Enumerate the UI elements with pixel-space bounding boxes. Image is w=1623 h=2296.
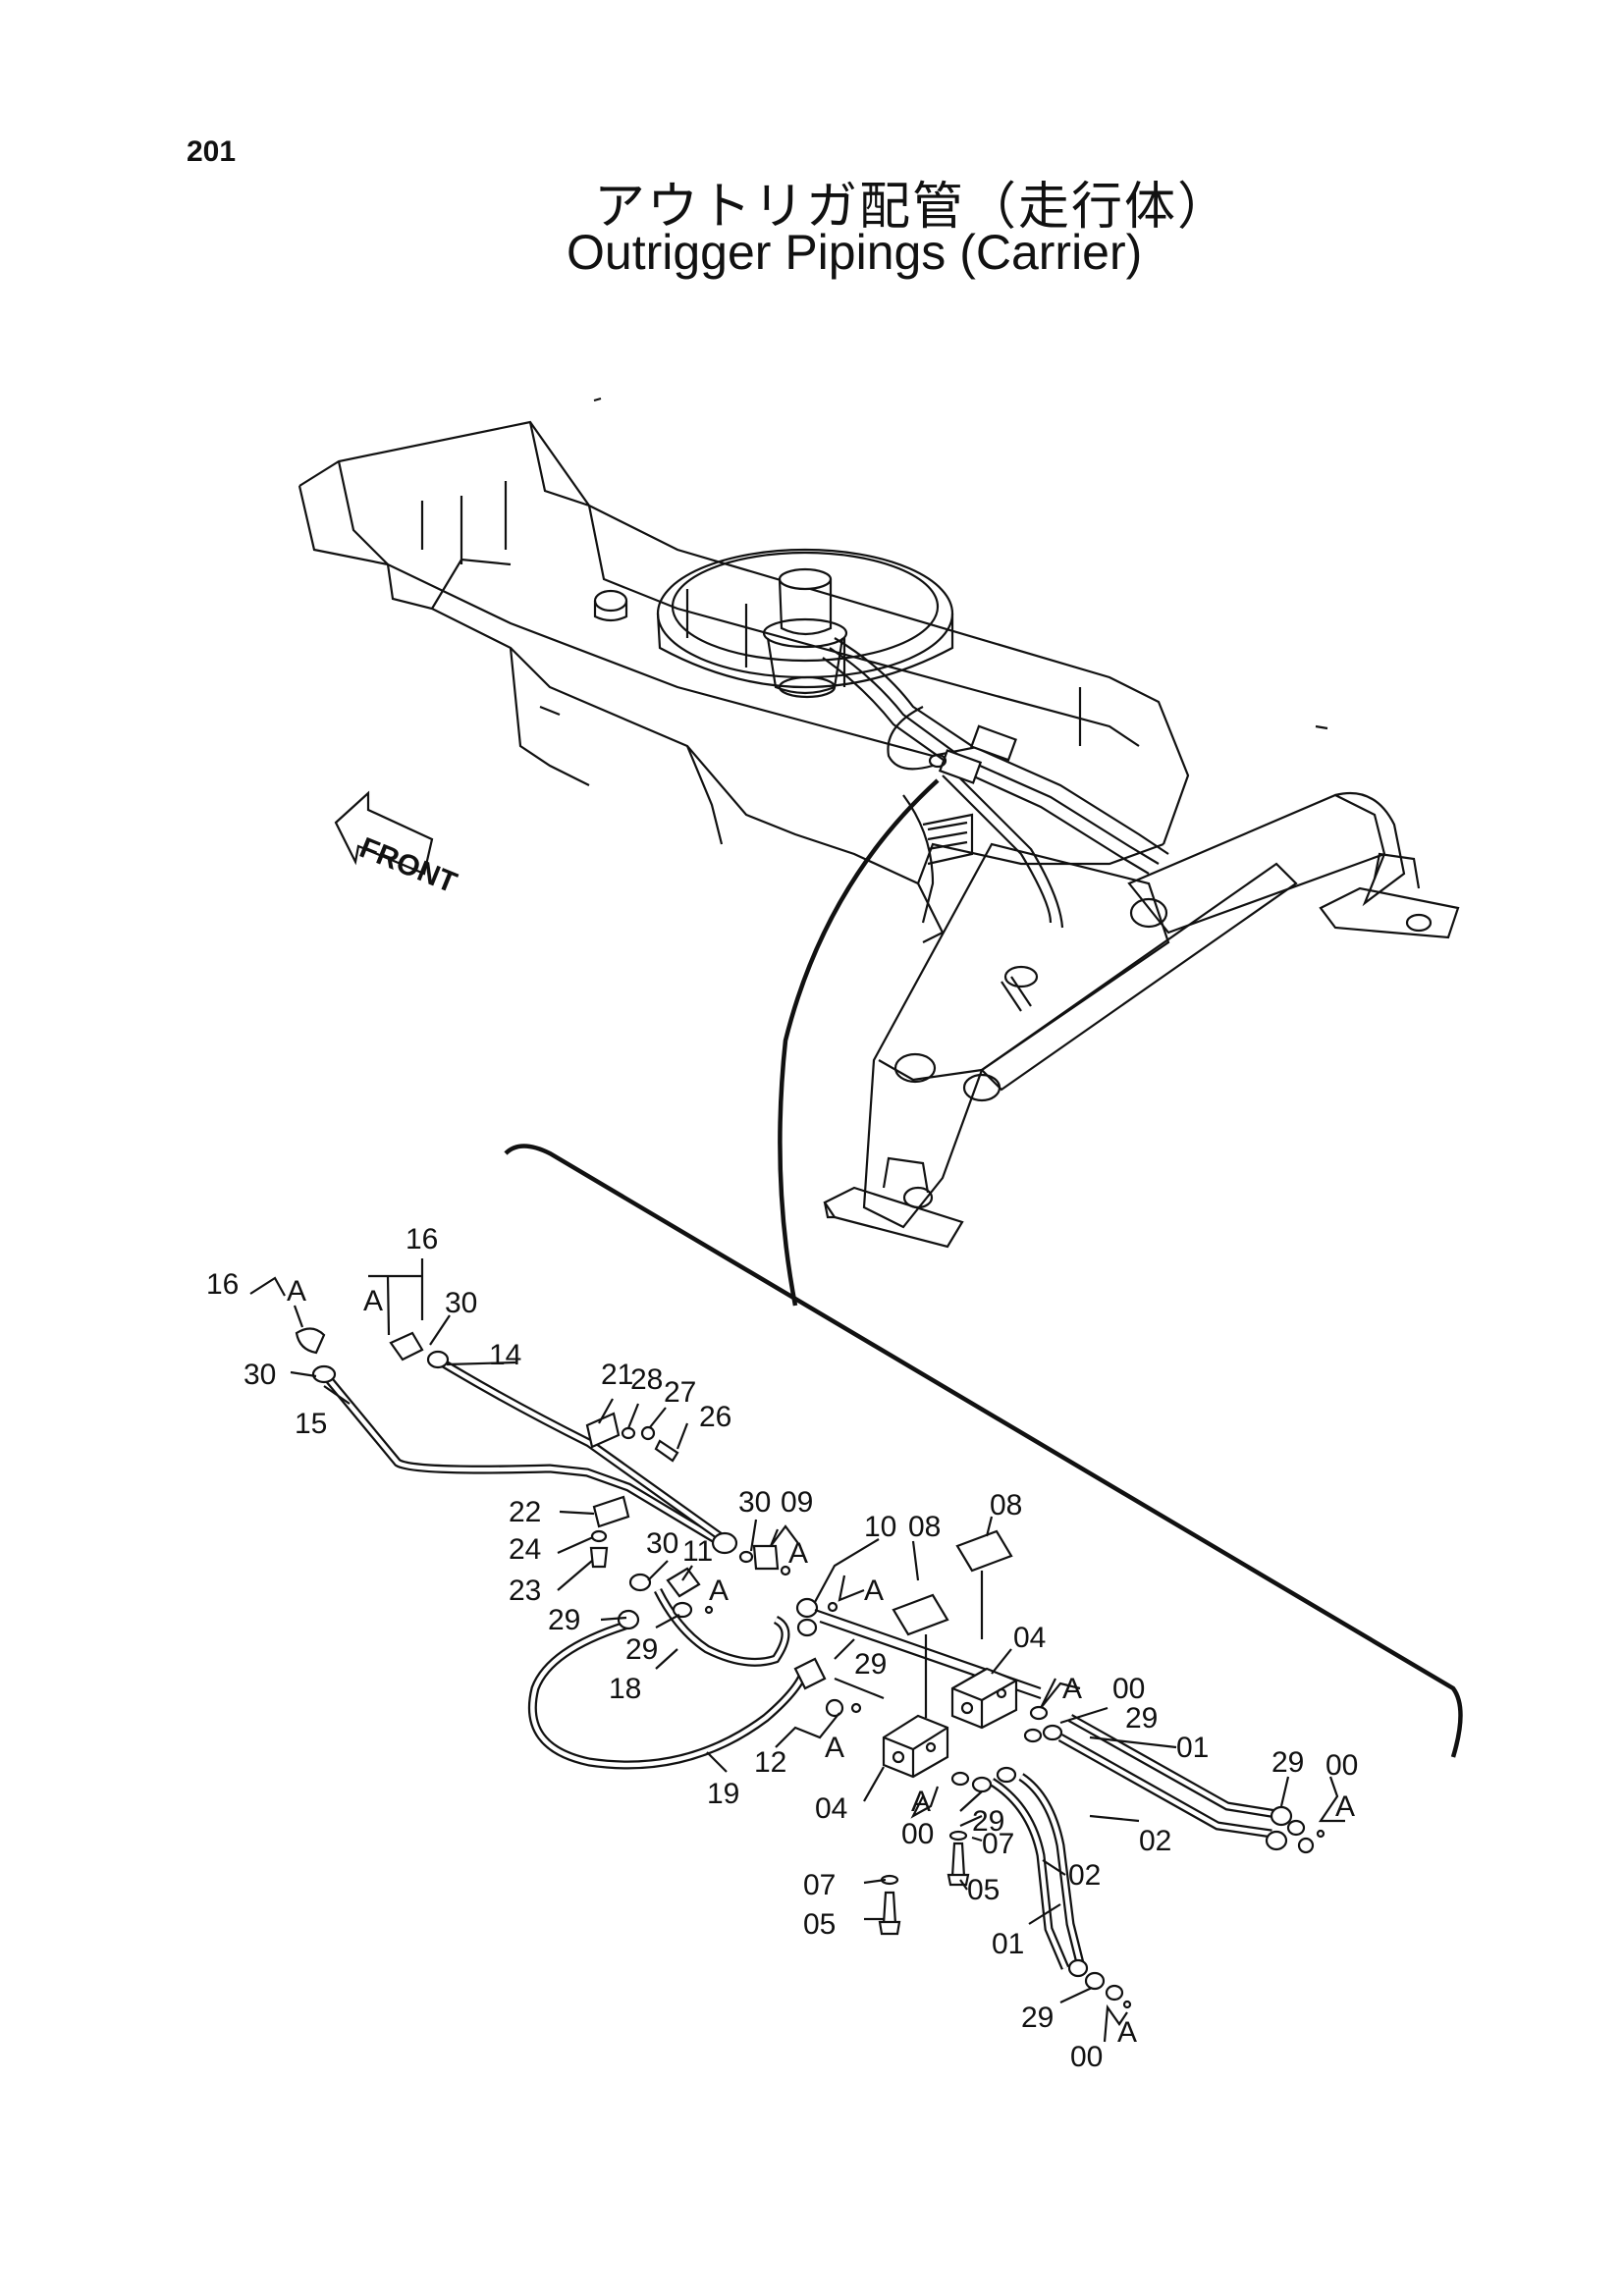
callout-label: 28 [630, 1363, 663, 1396]
callout-label: 01 [1176, 1732, 1209, 1764]
callout-label: 29 [1271, 1746, 1304, 1779]
callout-label: 00 [1112, 1673, 1145, 1705]
title-english: Outrigger Pipings (Carrier) [567, 225, 1143, 280]
title-japanese: アウトリガ配管（走行体） [594, 178, 1231, 237]
detail-boundary-curve [504, 1144, 1463, 1758]
callout-label: 09 [781, 1486, 813, 1519]
callout-label: 29 [1125, 1702, 1158, 1735]
callout-label: A [911, 1786, 931, 1818]
callout-label: 19 [707, 1778, 739, 1810]
exploded-parts [295, 1327, 1325, 2009]
callout-label: 29 [972, 1805, 1004, 1838]
callout-label: 07 [982, 1828, 1014, 1860]
callout-label: A [788, 1537, 808, 1570]
callout-label: 08 [990, 1489, 1022, 1522]
callout-label: 02 [1139, 1825, 1171, 1857]
callout-label: A [709, 1575, 729, 1607]
callout-label: A [287, 1275, 306, 1308]
page-number: 201 [187, 135, 237, 168]
callout-label: 08 [908, 1511, 941, 1543]
callout-label: 21 [601, 1359, 633, 1391]
front-direction-arrow: FRONT [334, 790, 461, 899]
callout-label: A [825, 1732, 844, 1764]
callout-label: 30 [738, 1486, 771, 1519]
callout-label: A [864, 1575, 884, 1607]
callout-label: 15 [295, 1408, 327, 1440]
callout-label: 07 [803, 1869, 836, 1901]
callout-labels: 16 A 16 A 30 30 14 15 21 28 27 26 22 24 … [206, 1223, 1358, 2073]
callout-label: 01 [992, 1928, 1024, 1960]
leader-lines [249, 1258, 1345, 2043]
callout-label: 04 [1013, 1622, 1046, 1654]
callout-label: 30 [646, 1527, 678, 1560]
callout-label: 18 [609, 1673, 641, 1705]
callout-label: 02 [1068, 1859, 1101, 1892]
callout-label: A [363, 1285, 383, 1317]
detail-connector-curve [778, 778, 940, 1307]
callout-label: 11 [682, 1535, 713, 1568]
callout-label: 30 [243, 1359, 276, 1391]
callout-label: 29 [854, 1648, 887, 1681]
callout-label: 14 [489, 1339, 521, 1371]
callout-label: 30 [445, 1287, 477, 1319]
callout-label: A [1117, 2016, 1137, 2049]
callout-label: A [1335, 1790, 1355, 1823]
callout-label: 27 [664, 1376, 696, 1409]
callout-label: 05 [967, 1874, 1000, 1906]
callout-label: 29 [548, 1604, 580, 1636]
callout-label: 26 [699, 1401, 731, 1433]
callout-label: 05 [803, 1908, 836, 1941]
callout-label: 23 [509, 1575, 541, 1607]
callout-label: 24 [509, 1533, 541, 1566]
callout-label: 16 [206, 1268, 239, 1301]
callout-label: 12 [754, 1746, 786, 1779]
callout-label: 16 [406, 1223, 438, 1255]
callout-label: 29 [625, 1633, 658, 1666]
callout-label: A [1062, 1673, 1082, 1705]
carrier-frame-illustration [298, 397, 1460, 1249]
callout-label: 04 [815, 1792, 847, 1825]
callout-label: 00 [1325, 1749, 1358, 1782]
callout-label: 29 [1021, 2002, 1054, 2034]
callout-label: 00 [1070, 2041, 1103, 2073]
callout-label: 10 [864, 1511, 896, 1543]
callout-label: 00 [901, 1818, 934, 1850]
callout-label: 22 [509, 1496, 541, 1528]
